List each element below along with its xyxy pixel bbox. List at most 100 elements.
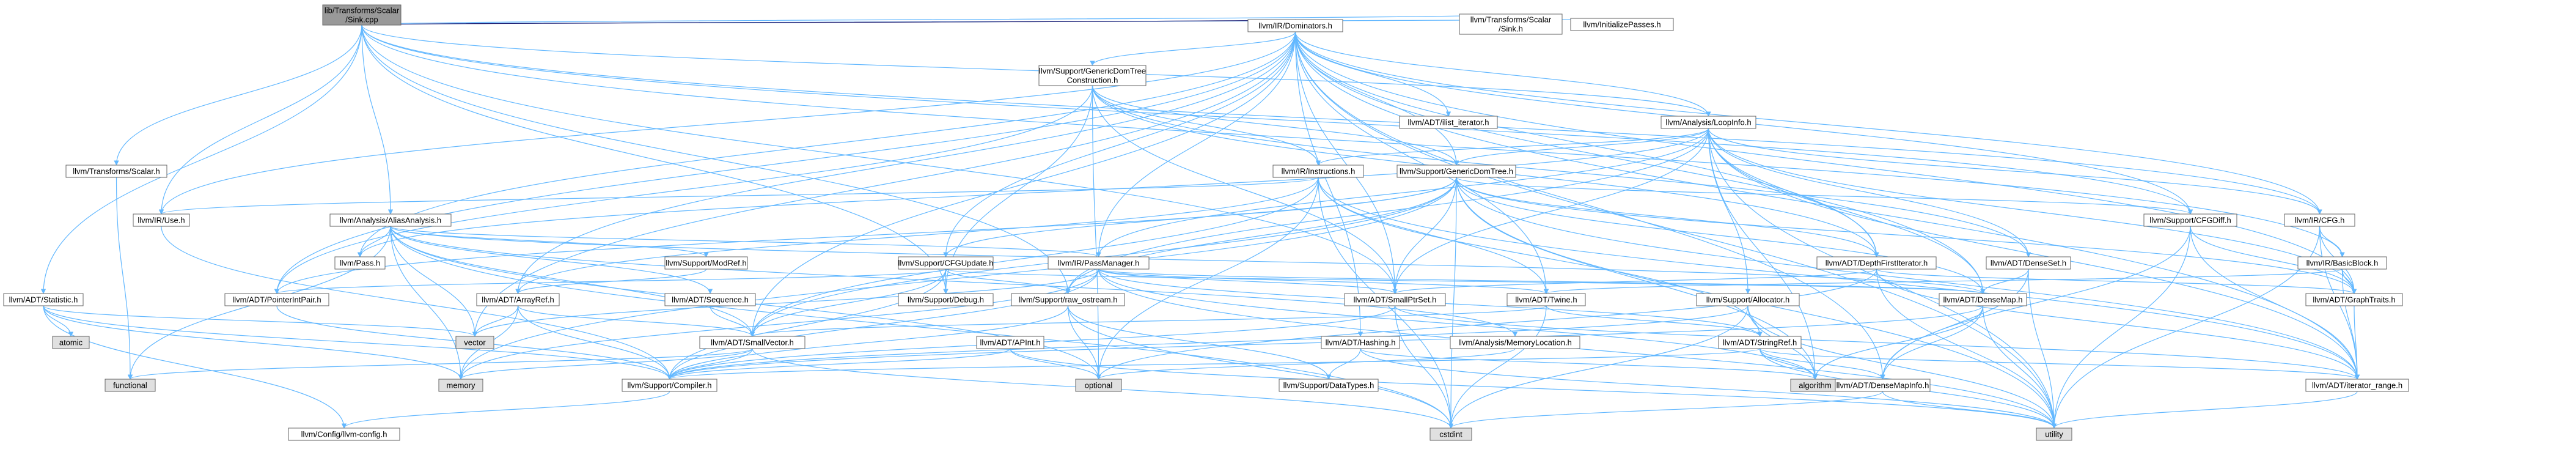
node-hashing[interactable]: llvm/ADT/Hashing.h xyxy=(1321,336,1400,349)
edge-dense_map-to-algorithm xyxy=(1812,305,1984,380)
node-config[interactable]: llvm/Config/llvm-config.h xyxy=(288,427,400,441)
node-transforms-scalar[interactable]: llvm/Transforms/Scalar.h xyxy=(65,165,167,178)
node-algorithm: algorithm xyxy=(1790,379,1840,392)
node-alias-analysis: llvm/Analysis/AliasAnalysis.h xyxy=(329,213,452,227)
edge-loop_info-to-depth_first_iterator xyxy=(1708,128,1879,257)
node-optional: optional xyxy=(1075,379,1122,392)
node-raw-ostream[interactable]: llvm/Support/raw_ostream.h xyxy=(1011,293,1125,306)
node-box xyxy=(105,379,156,392)
edge-depth_first_iterator-to-optional xyxy=(1096,268,1877,380)
node-label: llvm/ADT/Sequence.h xyxy=(672,295,749,305)
node-label: llvm/Analysis/AliasAnalysis.h xyxy=(340,216,441,225)
edge-loop_info-to-dense_map xyxy=(1708,128,1986,294)
node-label: vector xyxy=(464,338,486,347)
node-box xyxy=(334,256,386,270)
node-memory-location[interactable]: llvm/Analysis/MemoryLocation.h xyxy=(1450,336,1580,349)
node-pointer-int-pair[interactable]: llvm/ADT/PointerIntPair.h xyxy=(224,293,329,306)
edge-twine-to-cstdint xyxy=(1448,305,1547,429)
node-root[interactable]: lib/Transforms/Scalar/Sink.cpp xyxy=(322,4,402,26)
edge-cfg_update-to-compiler xyxy=(667,268,947,380)
node-sequence[interactable]: llvm/ADT/Sequence.h xyxy=(664,293,756,306)
node-box xyxy=(455,336,494,349)
node-label: atomic xyxy=(59,338,83,347)
edge-dominators-to-pointer_int_pair xyxy=(274,31,1296,294)
node-label: llvm/Transforms/Scalar.h xyxy=(73,167,160,176)
node-scalar-sink-h: llvm/Transforms/Scalar/Sink.h xyxy=(1459,13,1563,35)
node-label: utility xyxy=(2045,430,2063,439)
edge-pass_manager-to-small_ptr_set xyxy=(1098,268,1398,294)
node-ir-use[interactable]: llvm/IR/Use.h xyxy=(133,213,190,227)
node-twine[interactable]: llvm/ADT/Twine.h xyxy=(1506,293,1586,306)
edge-generic_dom_tree-to-small_ptr_set xyxy=(1392,177,1457,294)
node-depth-first-iterator[interactable]: llvm/ADT/DepthFirstIterator.h xyxy=(1816,256,1937,270)
node-dense-map[interactable]: llvm/ADT/DenseMap.h xyxy=(1939,293,2027,306)
node-apint[interactable]: llvm/ADT/APInt.h xyxy=(976,336,1044,349)
node-data-types[interactable]: llvm/Support/DataTypes.h xyxy=(1279,379,1379,392)
node-ir-instructions[interactable]: llvm/IR/Instructions.h xyxy=(1272,165,1364,178)
node-cfg-diff[interactable]: llvm/Support/CFGDiff.h xyxy=(2143,213,2237,227)
node-label: llvm/Transforms/Scalar xyxy=(1470,15,1552,24)
node-ir-cfg[interactable]: llvm/IR/CFG.h xyxy=(2284,213,2355,227)
edge-dense_set-to-dense_map xyxy=(1980,268,2029,294)
edge-dominators-to-pass xyxy=(357,31,1296,257)
node-label: llvm/ADT/PointerIntPair.h xyxy=(232,295,321,305)
edge-generic_dom_tree-to-memory xyxy=(458,177,1457,380)
node-string-ref[interactable]: llvm/ADT/StringRef.h xyxy=(1718,336,1802,349)
edge-pass_manager-to-algorithm xyxy=(1098,268,1818,380)
edge-dominators-to-vector xyxy=(472,31,1296,337)
edge-depth_first_iterator-to-graph_traits xyxy=(1876,268,2357,294)
node-label: llvm/ADT/Statistic.h xyxy=(9,295,78,305)
edge-memory_location-to-optional xyxy=(1096,348,1516,380)
edge-dominators-to-pass_manager xyxy=(1096,31,1296,257)
node-compiler[interactable]: llvm/Support/Compiler.h xyxy=(622,379,717,392)
node-box xyxy=(664,293,756,306)
node-basic-block[interactable]: llvm/IR/BasicBlock.h xyxy=(2297,256,2387,270)
node-atomic: atomic xyxy=(52,336,90,349)
edge-compiler-to-config xyxy=(341,391,670,429)
edge-alias_analysis-to-sequence xyxy=(390,226,713,294)
node-pass-manager[interactable]: llvm/IR/PassManager.h xyxy=(1048,256,1150,270)
edge-alias_analysis-to-memory xyxy=(390,226,464,380)
edge-root-to-dominators xyxy=(361,19,1297,26)
edge-generic_dom_tree_construction-to-dense_set xyxy=(1092,85,2031,257)
edge-twine-to-string_ref xyxy=(1546,305,1763,337)
edge-dominators-to-ir_cfg xyxy=(1294,31,2322,215)
edge-root-to-scalar_sink_h xyxy=(361,13,1513,26)
node-pass[interactable]: llvm/Pass.h xyxy=(334,256,386,270)
node-dominators: llvm/IR/Dominators.h xyxy=(1247,19,1343,32)
node-label: llvm/Analysis/LoopInfo.h xyxy=(1665,118,1751,127)
edge-cfg_update-to-dense_map xyxy=(945,268,1986,294)
edge-alias_analysis-to-vector xyxy=(390,226,478,337)
node-box xyxy=(1696,293,1800,306)
edge-loop_info-to-generic_dom_tree xyxy=(1453,128,1709,166)
node-box xyxy=(1429,427,1472,441)
edge-ir_instructions-to-twine xyxy=(1318,177,1549,294)
node-mod-ref[interactable]: llvm/Support/ModRef.h xyxy=(664,256,748,270)
node-box xyxy=(1048,256,1150,270)
node-array-ref[interactable]: llvm/ADT/ArrayRef.h xyxy=(476,293,560,306)
edge-pass_manager-to-twine xyxy=(1098,268,1549,294)
node-box xyxy=(438,379,483,392)
node-label: llvm/Support/GenericDomTree.h xyxy=(1400,167,1513,176)
edge-small_vector-to-functional xyxy=(128,348,753,380)
node-generic-dom-tree[interactable]: llvm/Support/GenericDomTree.h xyxy=(1396,165,1516,178)
edge-generic_dom_tree-to-iterator_range xyxy=(1456,177,2360,380)
node-box xyxy=(1459,13,1563,35)
node-dense-map-info[interactable]: llvm/ADT/DenseMapInfo.h xyxy=(1835,379,1931,392)
edge-ir_instructions-to-ir_use xyxy=(159,177,1319,215)
edge-ir_instructions-to-string_ref xyxy=(1318,177,1763,337)
node-label: functional xyxy=(113,381,147,390)
node-ilist-iterator[interactable]: llvm/ADT/ilist_iterator.h xyxy=(1399,116,1498,129)
edge-statistic-to-config xyxy=(43,305,347,429)
node-dense-set[interactable]: llvm/ADT/DenseSet.h xyxy=(1986,256,2071,270)
node-statistic: llvm/ADT/Statistic.h xyxy=(3,293,84,306)
node-small-ptr-set[interactable]: llvm/ADT/SmallPtrSet.h xyxy=(1344,293,1446,306)
edge-root-to-small_ptr_set xyxy=(361,24,1398,294)
node-box xyxy=(1344,293,1446,306)
edge-dense_map_info-to-utility xyxy=(1882,391,2057,429)
edge-pass_manager-to-dense_map xyxy=(1098,268,1986,294)
node-small-vector[interactable]: llvm/ADT/SmallVector.h xyxy=(699,336,805,349)
node-generic-dom-tree-construction[interactable]: llvm/Support/GenericDomTreeConstruction.… xyxy=(1038,65,1147,86)
edge-cfg_diff-to-utility xyxy=(2051,226,2191,429)
edge-generic_dom_tree-to-depth_first_iterator xyxy=(1456,177,1879,257)
